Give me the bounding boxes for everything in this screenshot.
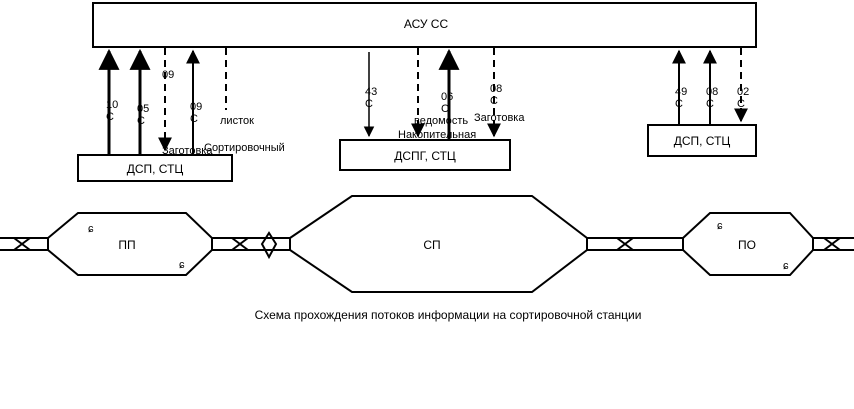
doc-zagotovka-mid: Заготовка	[474, 112, 525, 124]
yard-sp: СП	[289, 195, 588, 293]
hump-icon-top: ɕ	[88, 223, 94, 235]
left-flow-arrows	[98, 48, 227, 155]
doc-listok: листок	[220, 115, 254, 127]
asu-ss-label: АСУ СС	[404, 17, 449, 31]
yard-po: ПО ɕ ɕ	[682, 212, 814, 276]
middle-flow-arrows	[363, 48, 501, 140]
crossover-1	[13, 237, 31, 251]
yard-pp-label: ПП	[118, 238, 135, 252]
crossover-3	[616, 237, 634, 251]
yard-sp-label: СП	[423, 238, 440, 252]
dsp-stc-left-box: ДСП, СТЦ	[77, 154, 233, 182]
right-flow-arrows	[672, 48, 748, 125]
dsp-stc-right-box: ДСП, СТЦ	[647, 124, 757, 157]
hump-icon-po-top: ɕ	[717, 220, 723, 232]
dspg-stc-label: ДСПГ, СТЦ	[394, 149, 456, 163]
doc-nakopitelnaya: Накопительная	[398, 129, 476, 141]
hump-icon-bottom: ɕ	[179, 259, 185, 271]
doc-zagotovka-left: Заготовка	[162, 145, 213, 157]
yard-pp: ПП ɕ ɕ	[47, 212, 213, 276]
asu-ss-box: АСУ СС	[92, 2, 757, 48]
crossover-4	[823, 237, 841, 251]
hump-icon-po-bottom: ɕ	[783, 260, 789, 272]
doc-vedomost: ведомость	[414, 115, 468, 127]
diagram-caption: Схема прохождения потоков информации на …	[255, 308, 642, 322]
doc-sortirovochny: Сортировочный	[204, 142, 285, 154]
dsp-stc-right-label: ДСП, СТЦ	[674, 134, 731, 148]
dsp-stc-left-label: ДСП, СТЦ	[127, 162, 184, 176]
crossover-2	[231, 237, 249, 251]
diamond-crossing	[260, 231, 278, 260]
code-09-dashed: 09	[162, 69, 174, 81]
dspg-stc-box: ДСПГ, СТЦ	[339, 139, 511, 171]
yard-po-label: ПО	[738, 238, 756, 252]
document-labels: Заготовка листок Сортировочный ведомость…	[162, 112, 525, 157]
